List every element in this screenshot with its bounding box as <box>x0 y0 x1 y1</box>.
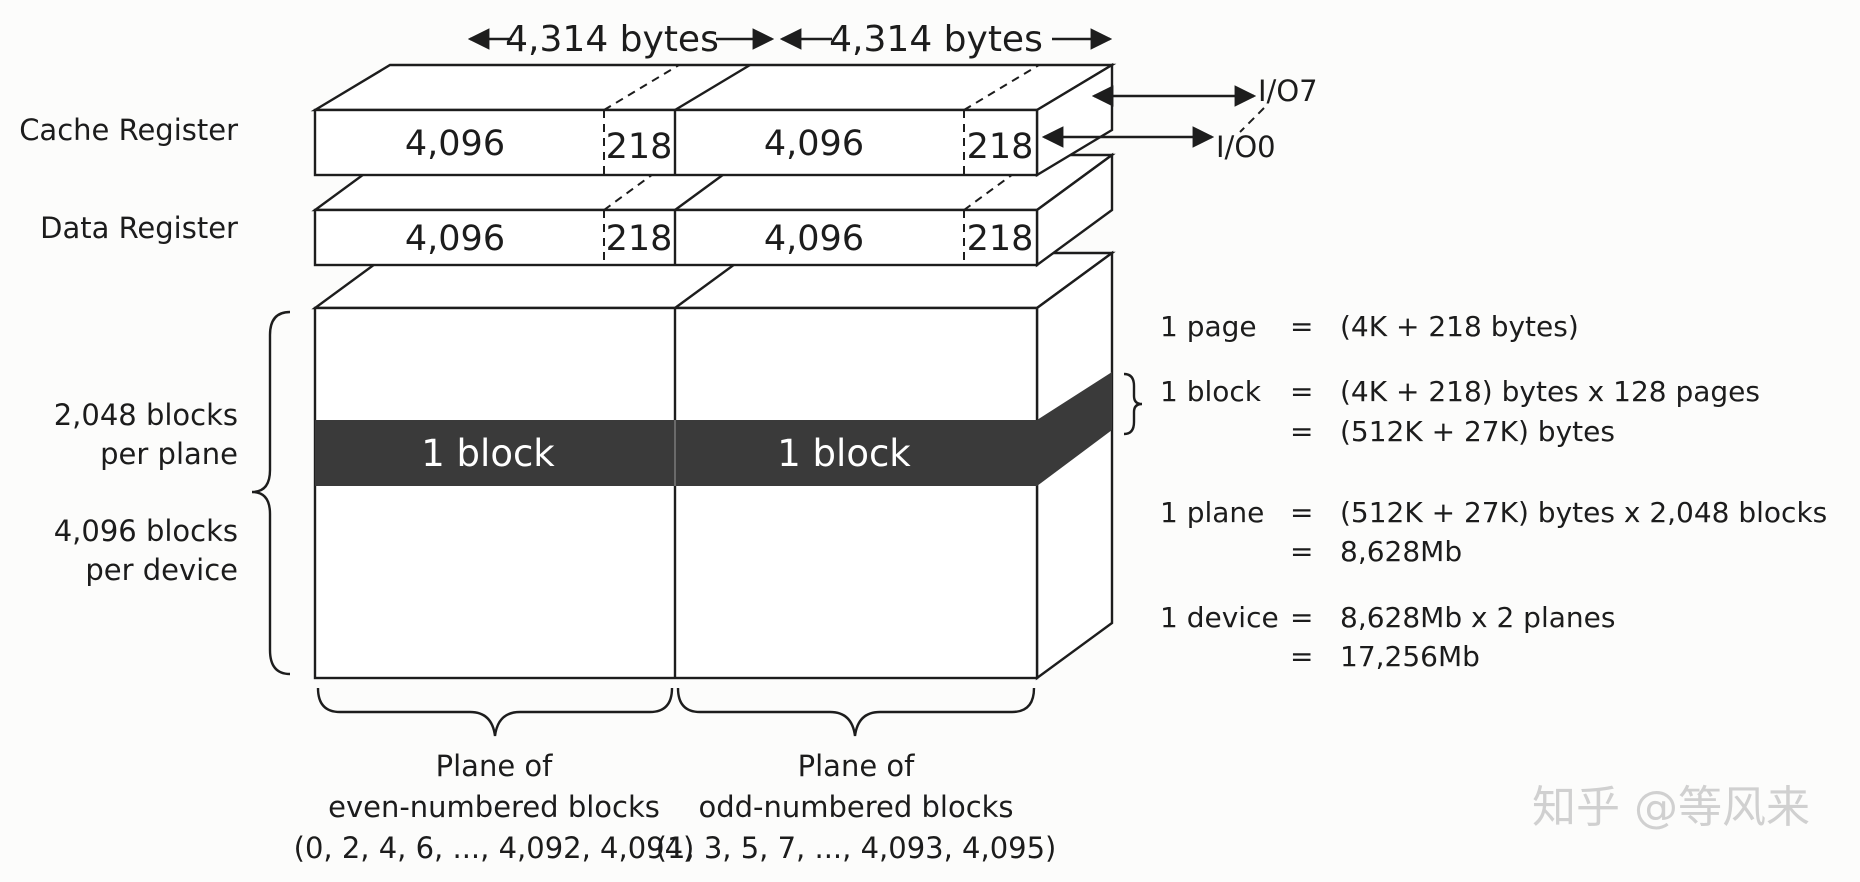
eq-device-equals2: = <box>1290 640 1313 673</box>
odd-plane-caption-line2: odd-numbered blocks <box>698 790 1013 824</box>
data-register-main-odd: 4,096 <box>764 219 864 259</box>
eq-plane-value1: (512K + 27K) bytes x 2,048 blocks <box>1340 496 1827 529</box>
left-brace <box>251 310 291 676</box>
even-plane-caption-line1: Plane of <box>436 749 553 783</box>
blocks-per-device-line1: 4,096 blocks <box>54 514 238 548</box>
cache-register-main-even: 4,096 <box>405 124 505 164</box>
cache-register-label: Cache Register <box>19 113 238 147</box>
odd-plane-caption-line1: Plane of <box>798 749 915 783</box>
block-label-odd: 1 block <box>777 432 911 475</box>
even-plane-brace <box>316 687 674 737</box>
eq-device-equals: = <box>1290 601 1313 634</box>
page-width-right-label: 4,314 bytes <box>829 19 1043 60</box>
eq-block-equals2: = <box>1290 415 1313 448</box>
eq-device-term: 1 device <box>1160 601 1279 634</box>
eq-plane-equals2: = <box>1290 535 1313 568</box>
cache-register-spare-even: 218 <box>606 127 673 167</box>
eq-plane-term: 1 plane <box>1160 496 1264 529</box>
eq-device-value2: 17,256Mb <box>1340 640 1480 673</box>
eq-plane-value2: 8,628Mb <box>1340 535 1462 568</box>
blocks-per-plane-line1: 2,048 blocks <box>54 398 238 432</box>
data-register-label: Data Register <box>40 211 238 245</box>
page-width-left-label: 4,314 bytes <box>505 19 719 60</box>
data-register-main-even: 4,096 <box>405 219 505 259</box>
eq-block-equals: = <box>1290 375 1313 408</box>
block-height-brace <box>1123 372 1143 436</box>
data-register-spare-odd: 218 <box>967 219 1034 259</box>
odd-plane-brace <box>676 687 1036 737</box>
blocks-per-device-line2: per device <box>85 553 238 587</box>
even-plane-caption-line3: (0, 2, 4, 6, ..., 4,092, 4,094) <box>294 831 695 865</box>
cache-register: 4,096 218 4,096 218 <box>310 62 1117 178</box>
eq-block-value1: (4K + 218) bytes x 128 pages <box>1340 375 1760 408</box>
eq-block-term: 1 block <box>1160 375 1262 408</box>
odd-plane-caption-line3: (1, 3, 5, 7, ..., 4,093, 4,095) <box>656 831 1057 865</box>
eq-page-term: 1 page <box>1160 310 1257 343</box>
cache-register-main-odd: 4,096 <box>764 124 864 164</box>
page-width-dimension: 4,314 bytes 4,314 bytes <box>467 19 1113 60</box>
storage-array: 1 block 1 block <box>311 250 1116 681</box>
cache-register-spare-odd: 218 <box>967 127 1034 167</box>
block-label-even: 1 block <box>421 432 555 475</box>
block-band-side <box>1037 372 1112 486</box>
io0-label: I/O0 <box>1216 130 1276 164</box>
even-plane-caption-line2: even-numbered blocks <box>328 790 660 824</box>
blocks-per-plane-line2: per plane <box>100 437 238 471</box>
capacity-equations: 1 page = (4K + 218 bytes) 1 block = (4K … <box>1160 310 1827 673</box>
eq-plane-equals: = <box>1290 496 1313 529</box>
eq-block-value2: (512K + 27K) bytes <box>1340 415 1615 448</box>
eq-page-value: (4K + 218 bytes) <box>1340 310 1579 343</box>
data-register-spare-even: 218 <box>606 219 673 259</box>
watermark: 知乎 @等风来 <box>1532 782 1810 833</box>
io7-label: I/O7 <box>1258 74 1318 108</box>
eq-device-value1: 8,628Mb x 2 planes <box>1340 601 1615 634</box>
eq-page-equals: = <box>1290 310 1313 343</box>
io-arrows: I/O7 I/O0 <box>1041 74 1318 164</box>
